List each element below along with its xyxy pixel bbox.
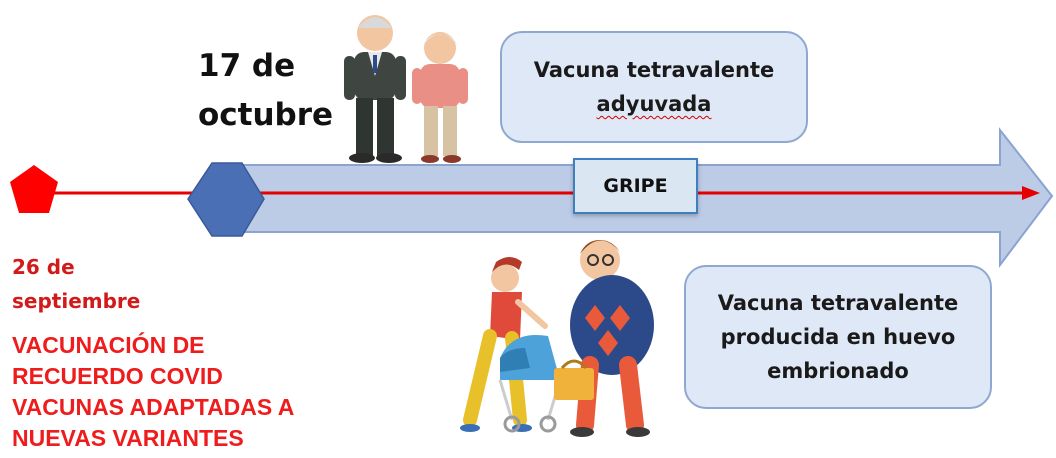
egg-vaccine-line1: Vacuna tetravalente [717, 291, 959, 315]
sep-date-label: 26 de septiembre [12, 250, 140, 318]
oct-date-label: 17 de octubre [198, 42, 333, 140]
oct-marker [187, 162, 265, 237]
covid-line: VACUNACIÓN DE [12, 332, 205, 358]
adjuvanted-vaccine-box: Vacuna tetravalente adyuvada [500, 31, 808, 143]
oct-date-line1: 17 de [198, 48, 296, 84]
covid-line: RECUERDO COVID [12, 363, 223, 389]
egg-vaccine-line2: producida en huevo [720, 325, 956, 349]
sep-date-line1: 26 de [12, 255, 75, 279]
adjuvanted-vaccine-line1: Vacuna tetravalente [533, 58, 775, 82]
gripe-label: GRIPE [573, 158, 698, 214]
sep-date-line2: septiembre [12, 289, 141, 313]
adjuvanted-vaccine-line2: adyuvada [596, 92, 712, 116]
elderly-couple-illustration [344, 15, 468, 163]
egg-vaccine-box: Vacuna tetravalente producida en huevo e… [684, 265, 992, 409]
sep-marker [10, 165, 58, 213]
covid-booster-text: VACUNACIÓN DE RECUERDO COVID VACUNAS ADA… [12, 330, 294, 454]
covid-line: NUEVAS VARIANTES [12, 425, 244, 451]
covid-line: VACUNAS ADAPTADAS A [12, 394, 295, 420]
timeline-line-arrowhead [1022, 186, 1040, 200]
egg-vaccine-line3: embrionado [767, 359, 909, 383]
young-family-illustration [460, 240, 654, 437]
oct-date-line2: octubre [198, 97, 334, 133]
